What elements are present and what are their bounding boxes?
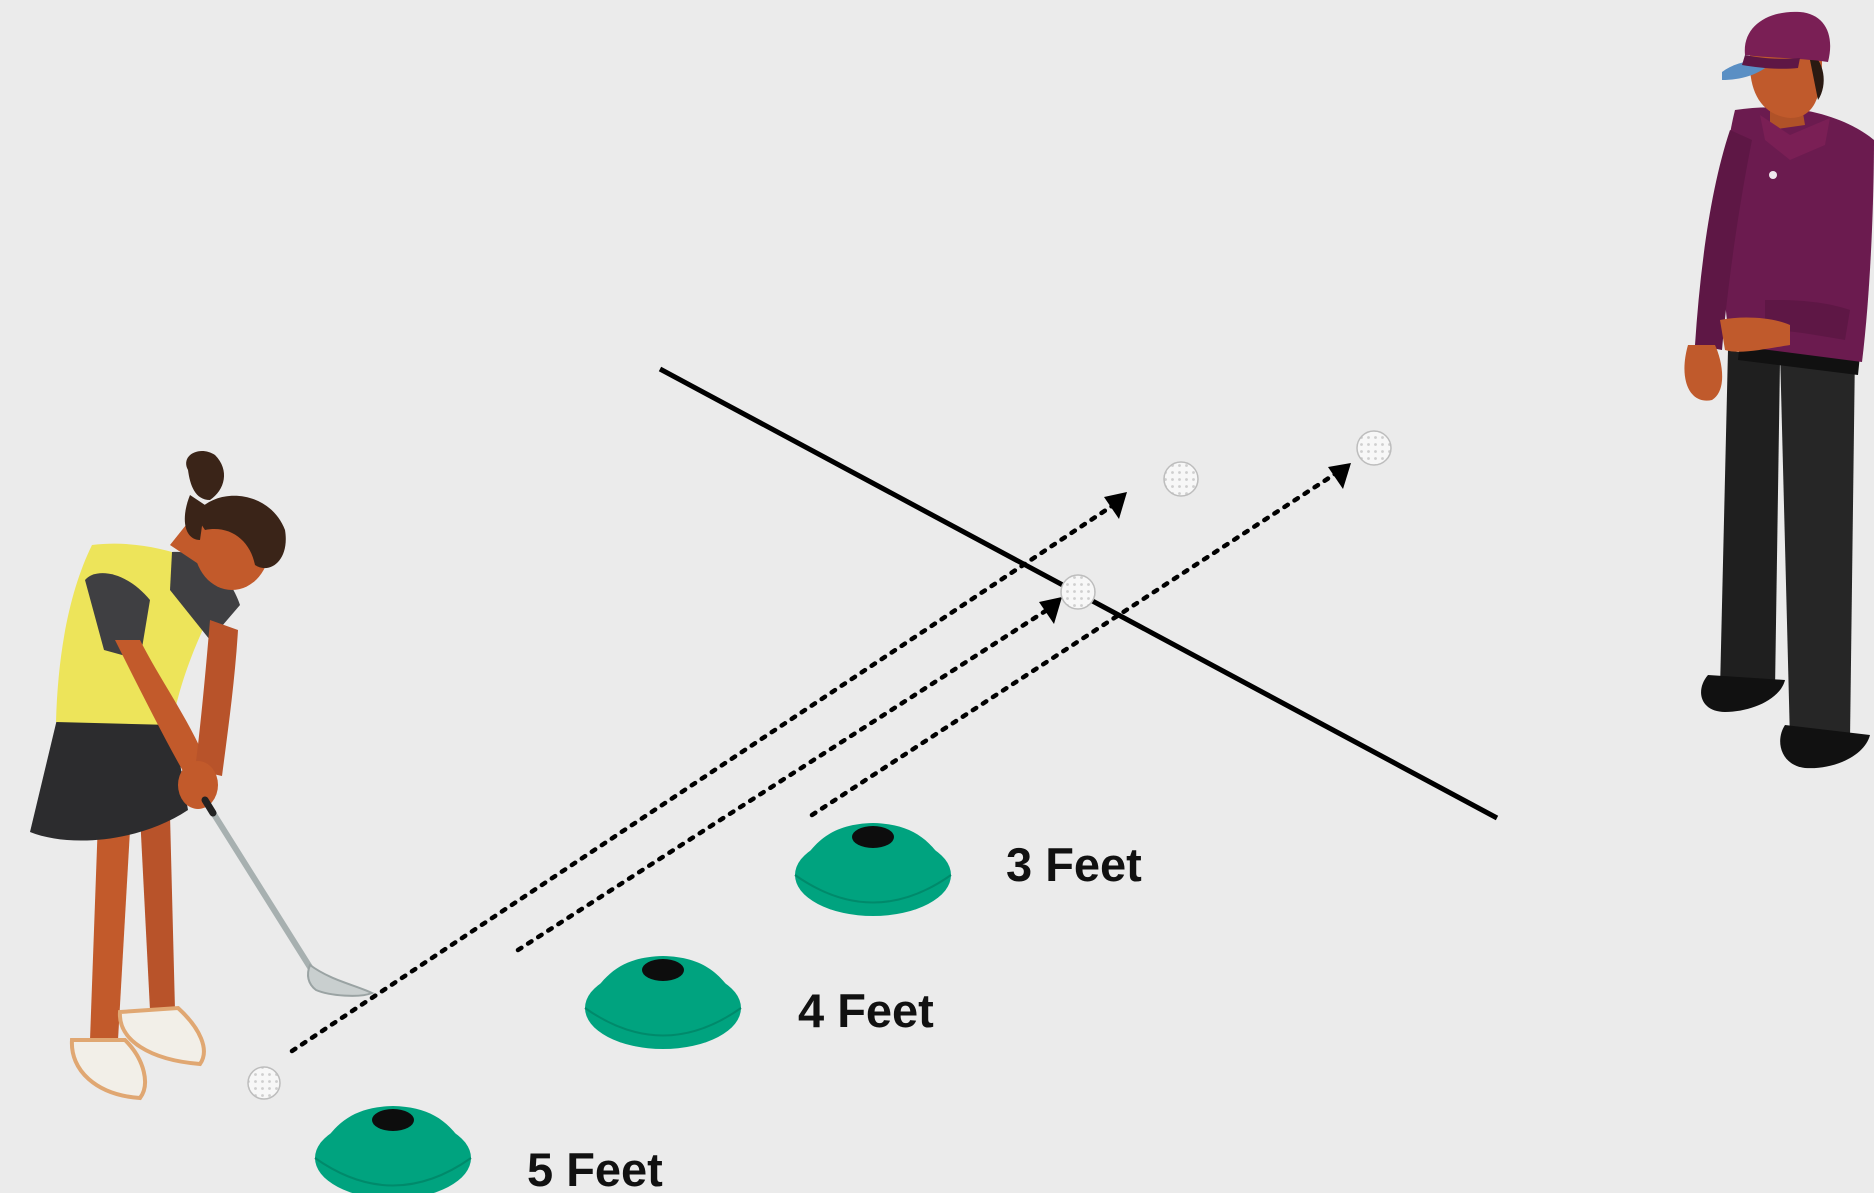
golf-ball-icon — [1164, 462, 1198, 496]
golf-ball-icon — [248, 1067, 280, 1099]
cone-label-5-feet: 5 Feet — [527, 1143, 663, 1193]
golfer-putting-icon — [30, 451, 372, 1098]
marker-cone-icon — [795, 823, 951, 916]
golf-ball-icon — [1061, 575, 1095, 609]
ball-paths — [292, 474, 1335, 1051]
arrowhead-icon — [1104, 492, 1127, 519]
ball-path-3ft — [812, 474, 1335, 815]
cone-label-3-feet: 3 Feet — [1006, 838, 1142, 891]
marker-cone-icon — [585, 956, 741, 1049]
marker-cone-icon — [315, 1106, 471, 1193]
ball-path-4ft — [518, 610, 1047, 950]
coach-pointing-icon — [1684, 12, 1874, 768]
golf-ball-icon — [1357, 431, 1391, 465]
arrowhead-icon — [1328, 463, 1351, 489]
cone-label-4-feet: 4 Feet — [798, 984, 934, 1037]
